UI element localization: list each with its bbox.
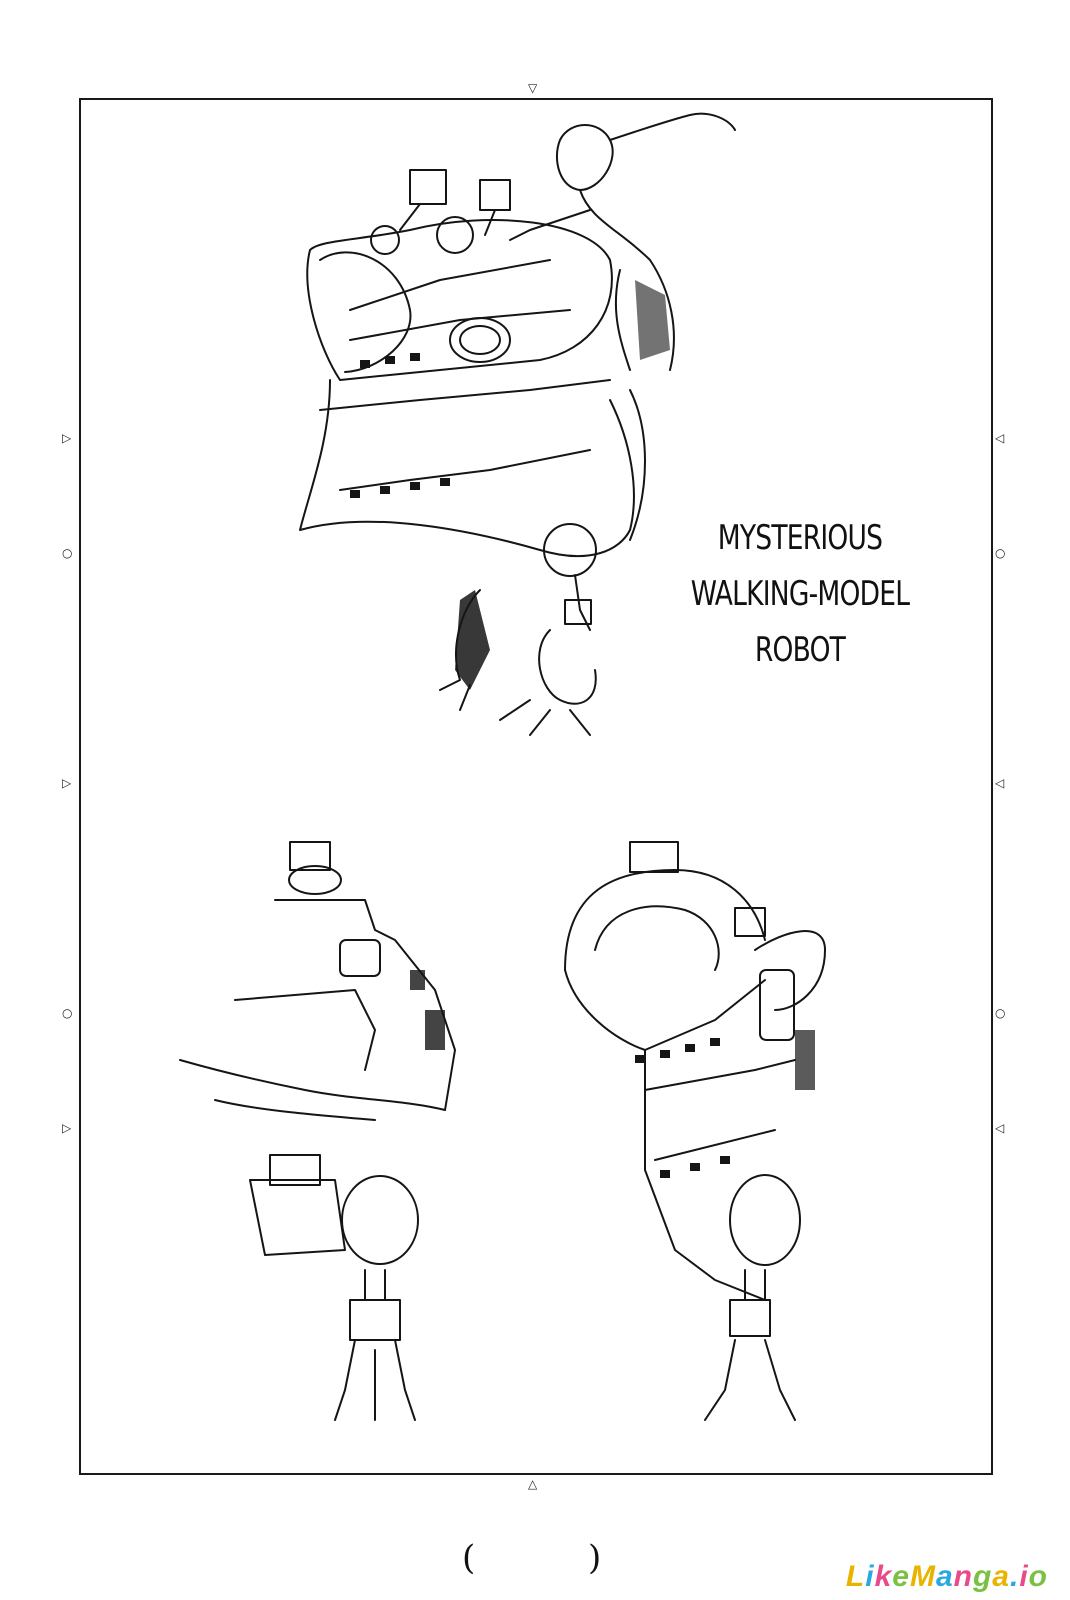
caption-line-2: WALKING-MODEL <box>690 574 910 614</box>
watermark-letter: o <box>1028 1560 1048 1593</box>
page-number-open-paren: ( <box>462 1538 476 1578</box>
watermark-letter: i <box>1019 1560 1029 1593</box>
robot-rider-sketch <box>299 112 736 736</box>
robot-side-view-sketch <box>179 841 456 1421</box>
triangle-down-mark-top: ▽ <box>528 81 538 95</box>
watermark-letter: e <box>892 1560 910 1593</box>
circle-mark-left-1: ○ <box>62 546 73 560</box>
watermark-letter: i <box>865 1560 875 1593</box>
watermark-letter: n <box>953 1560 973 1593</box>
caption-line-3: ROBOT <box>754 630 846 670</box>
page-number-close-paren: ) <box>588 1538 602 1578</box>
circle-mark-right-1: ○ <box>995 546 1006 560</box>
caption: MYSTERIOUS WALKING-MODEL ROBOT <box>690 510 910 678</box>
watermark-letter: . <box>1009 1560 1020 1593</box>
circle-mark-right-2: ○ <box>995 1006 1006 1020</box>
triangle-left-mark-right-3: ◁ <box>995 1121 1005 1135</box>
watermark-letter: g <box>972 1560 993 1593</box>
watermark-letter: M <box>909 1560 936 1593</box>
watermark-letter: a <box>992 1560 1010 1593</box>
page-frame <box>79 98 993 1475</box>
watermark-letter: L <box>845 1560 866 1593</box>
watermark-letter: a <box>935 1560 954 1593</box>
triangle-right-mark-left-3: ▷ <box>62 1121 72 1135</box>
watermark-letter: k <box>874 1560 893 1593</box>
circle-mark-left-2: ○ <box>62 1006 73 1020</box>
caption-line-1: MYSTERIOUS <box>717 518 883 558</box>
triangle-right-mark-left-1: ▷ <box>62 431 72 445</box>
triangle-left-mark-right-2: ◁ <box>995 776 1005 790</box>
triangle-up-mark-bottom: △ <box>528 1477 538 1491</box>
triangle-right-mark-left-2: ▷ <box>62 776 72 790</box>
robot-front-view-sketch <box>564 841 826 1421</box>
watermark-logo: LikeManga.io <box>846 1560 1048 1594</box>
triangle-left-mark-right-1: ◁ <box>995 431 1005 445</box>
